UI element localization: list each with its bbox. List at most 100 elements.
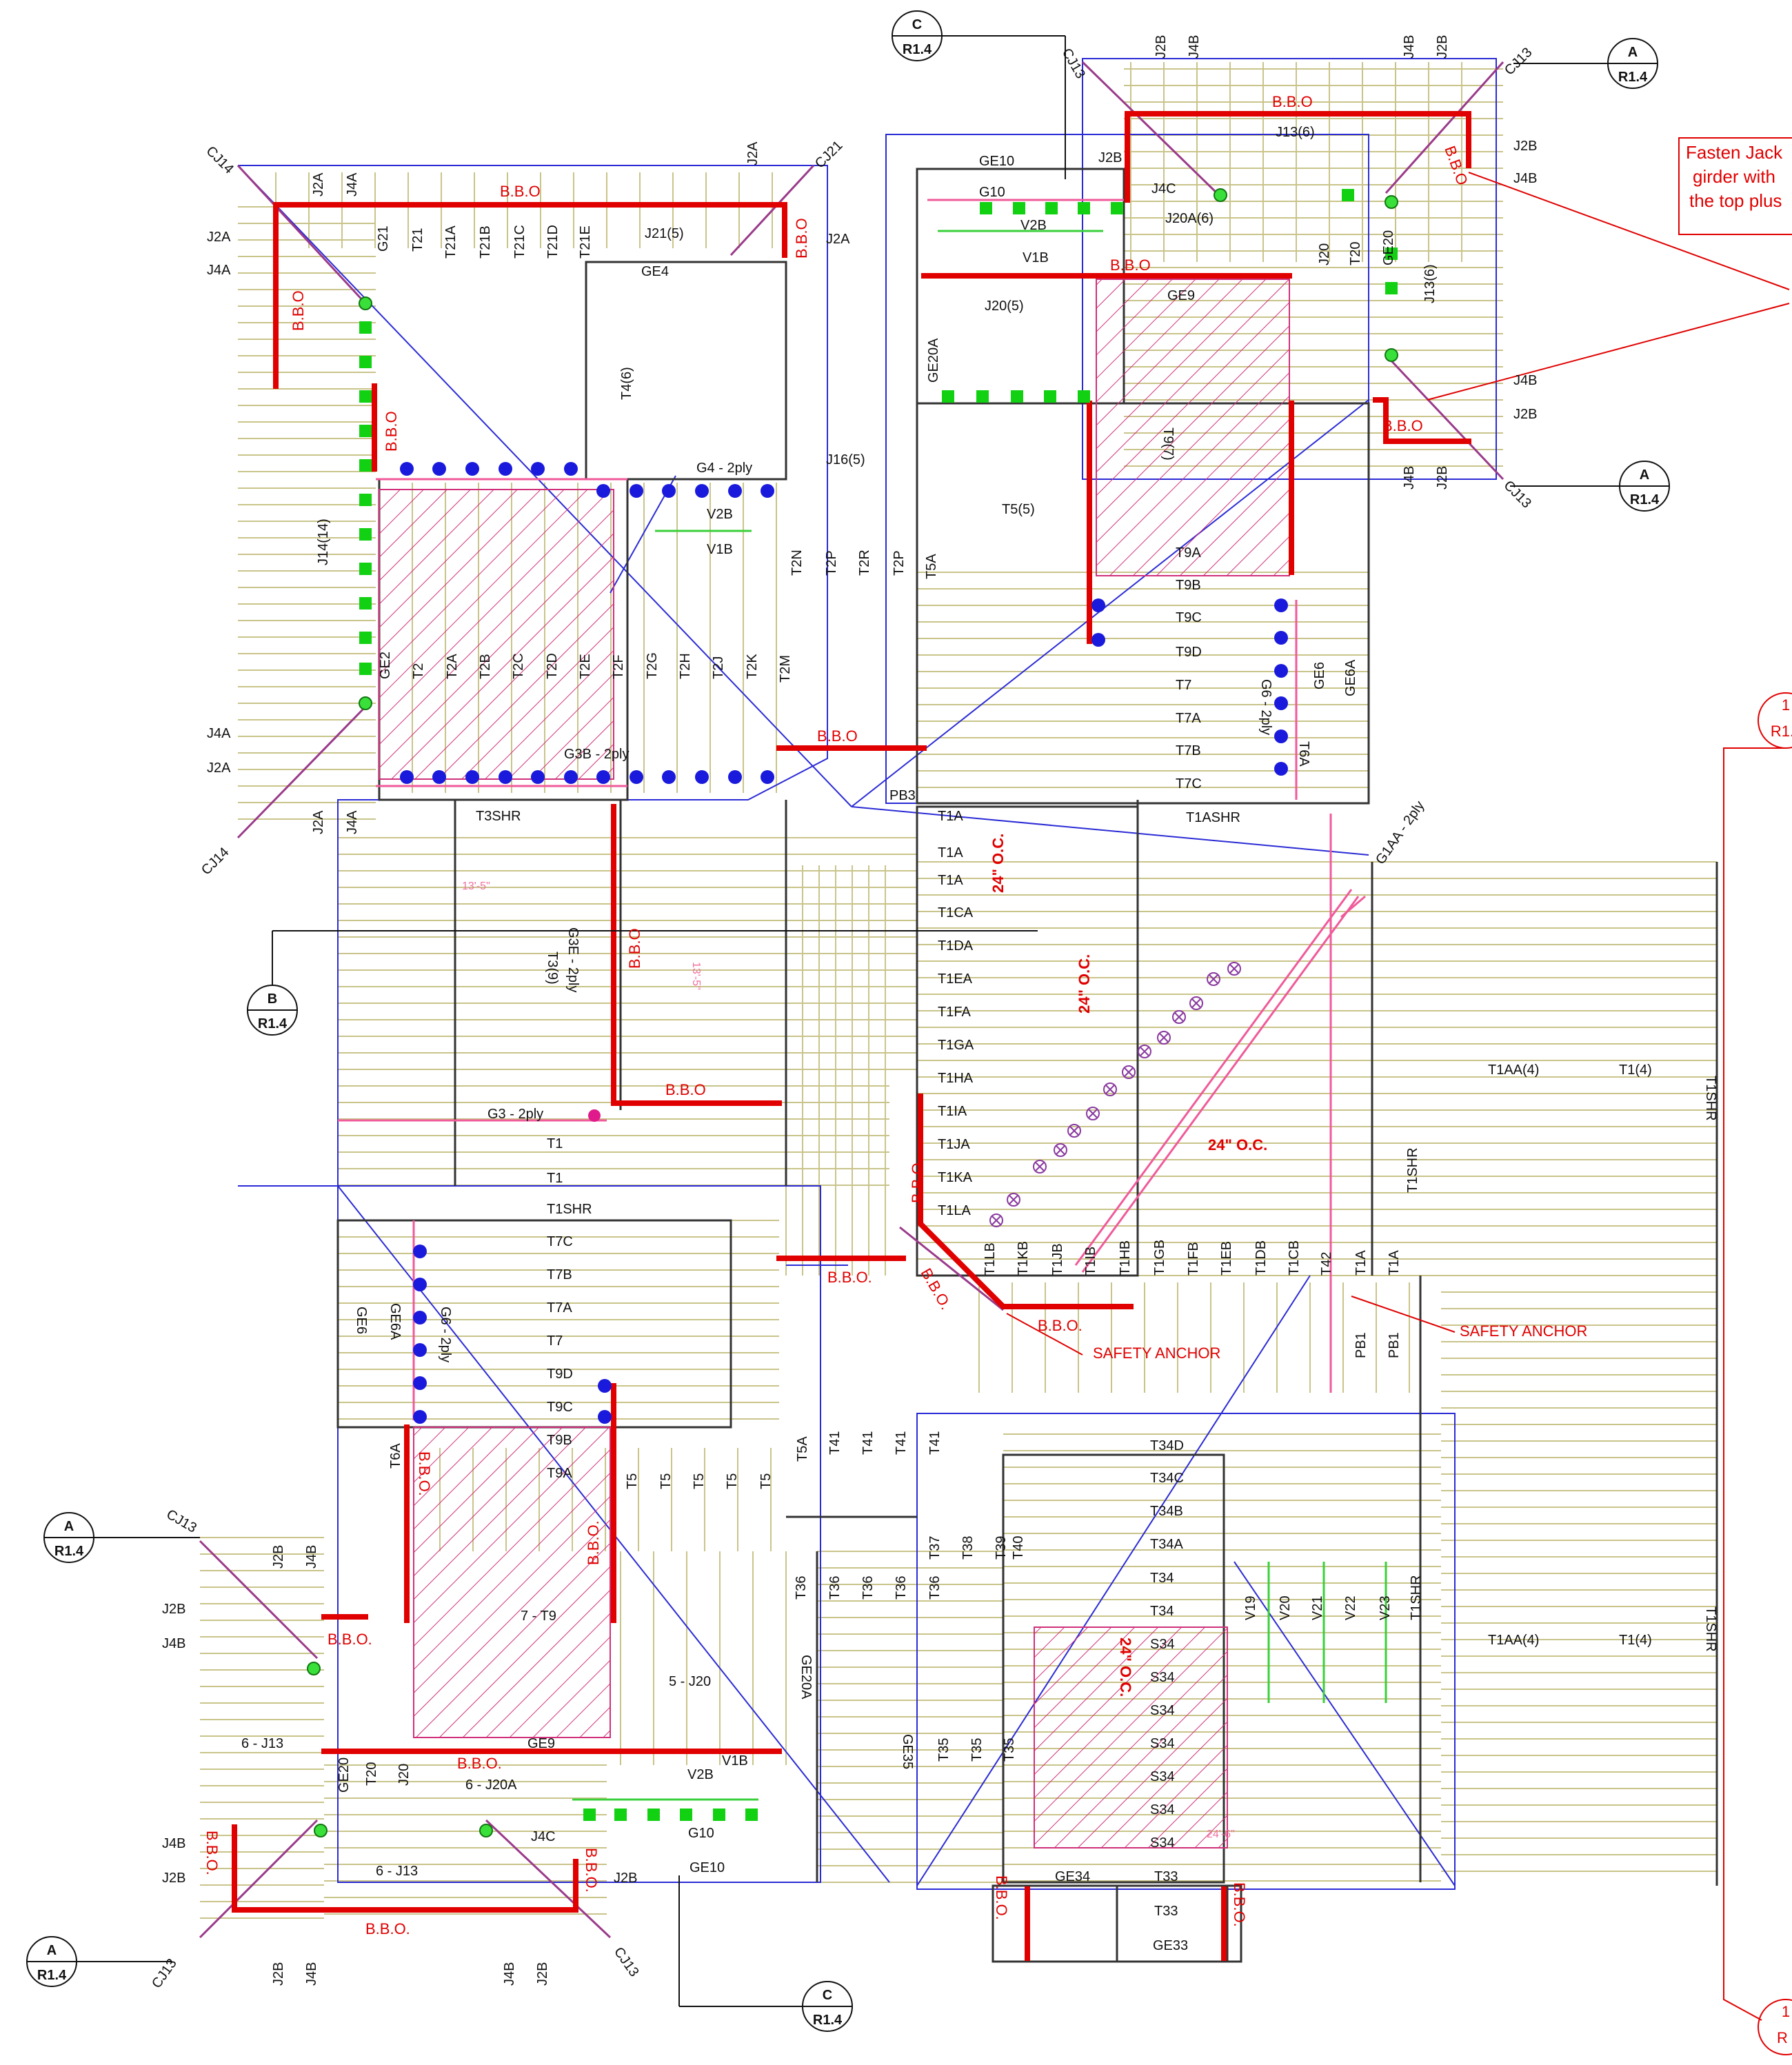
label-ge20a-2: GE20A — [798, 1655, 814, 1700]
label-t1db: T1DB — [1254, 1240, 1269, 1276]
bbo-label-15: B.B.O. — [1038, 1317, 1083, 1334]
label-t1ea: T1EA — [938, 971, 973, 987]
clip-square — [1111, 202, 1123, 214]
callout-b-letter: B — [268, 991, 277, 1007]
bbo-label-24: B.B.O. — [1231, 1882, 1248, 1927]
label-j4b-v6: J4B — [502, 1962, 517, 1986]
label-ge34: GE34 — [1055, 1869, 1090, 1884]
label-t41-1: T41 — [827, 1431, 843, 1455]
label-cj13-4: CJ13 — [164, 1507, 199, 1535]
label-t5-3: T5 — [692, 1473, 707, 1489]
label-j2b-tr1: J2B — [1513, 139, 1537, 154]
clip-square — [1078, 202, 1090, 214]
label-t39: T39 — [994, 1536, 1009, 1560]
label-ge6-2: GE6 — [354, 1307, 369, 1334]
bbo-label-11: B.B.O — [1382, 417, 1423, 434]
label-j16-5: J16(5) — [826, 452, 865, 467]
label-ge6a-2: GE6A — [387, 1303, 403, 1340]
clip-square — [647, 1809, 660, 1821]
hanger-dot — [662, 770, 676, 784]
star-anchor — [314, 1824, 328, 1837]
hanger-dot — [432, 462, 446, 476]
clip-square — [976, 390, 989, 403]
label-t1a-3: T1A — [938, 873, 963, 888]
bbo-label-23: B.B.O. — [993, 1875, 1010, 1920]
x-anchor-stroke — [991, 1216, 1001, 1225]
label-j20-2: J20 — [396, 1764, 412, 1786]
label-j4a-v2: J4A — [345, 810, 360, 834]
safety-anchor-1: SAFETY ANCHOR — [1093, 1344, 1220, 1362]
label-j4b-v2: J4B — [1402, 35, 1417, 59]
label-t1la: T1LA — [938, 1203, 971, 1218]
hanger-dot — [531, 462, 545, 476]
callout-a-bl-letter: A — [64, 1519, 74, 1534]
clip-square — [1044, 390, 1056, 403]
x-anchor — [1054, 1143, 1067, 1157]
x-anchor-stroke — [1191, 998, 1201, 1008]
label-ge9-1: GE9 — [1167, 288, 1195, 303]
vertical-labels: J2A J4A J2A G21 T21 T21A T21B T21C T21D … — [271, 35, 1718, 1986]
label-j2a-v3: J2A — [311, 810, 326, 834]
label-j2a-v1: J2A — [311, 172, 326, 197]
label-v2b-2: V2B — [687, 1767, 714, 1782]
label-t1a-1: T1A — [938, 809, 963, 824]
label-j2b-v6: J2B — [535, 1962, 550, 1986]
label-v2b-3: V2B — [1020, 218, 1047, 233]
label-cj21: CJ21 — [812, 138, 846, 172]
label-t34d: T34D — [1150, 1438, 1184, 1453]
label-ge20a-1: GE20A — [926, 338, 941, 383]
label-v1b-3: V1B — [1023, 250, 1049, 265]
star-anchor — [359, 696, 372, 710]
label-t7b-1: T7B — [1176, 743, 1201, 758]
girder-lines — [232, 111, 1471, 1961]
anchor-markers — [307, 188, 1398, 1837]
label-j4b-v5: J4B — [304, 1962, 319, 1986]
hanger-dot — [465, 462, 479, 476]
clip-square — [942, 390, 954, 403]
label-t5a-2: T5A — [795, 1436, 810, 1462]
callout-c-bot-ref: R1.4 — [813, 2013, 843, 2028]
label-t1jb: T1JB — [1050, 1243, 1065, 1276]
hanger-dot — [728, 484, 742, 498]
bbo-label-14: B.B.O. — [918, 1265, 955, 1313]
red-annotations: B.B.O B.B.O B.B.O B.B.O B.B.O B.B.O B.B.… — [203, 93, 1587, 1937]
bbo-label-19: B.B.O. — [457, 1755, 502, 1772]
clip-square — [1342, 189, 1354, 201]
x-anchor — [1227, 962, 1241, 976]
oc-label-2: 24" O.C. — [1076, 954, 1093, 1014]
star-anchor — [1214, 188, 1227, 202]
bbo-label-12: B.B.O. — [827, 1269, 872, 1286]
label-j2b-bl: J2B — [614, 1871, 637, 1886]
pink-anchor — [588, 1109, 601, 1122]
x-anchor — [1122, 1065, 1136, 1079]
label-t2: T2 — [411, 663, 426, 679]
label-pb1-2: PB1 — [1387, 1332, 1402, 1358]
x-anchor-stroke — [1209, 974, 1218, 984]
x-anchor — [1172, 1010, 1186, 1024]
label-j2b-v4: J2B — [271, 1545, 286, 1569]
label-ge2: GE2 — [378, 652, 393, 679]
label-g3: G3 - 2ply — [487, 1107, 543, 1122]
callout-1-top-num: 1 — [1782, 696, 1790, 714]
x-anchor — [1007, 1193, 1020, 1207]
label-t1shr-v2: T1SHR — [1703, 1076, 1718, 1121]
hanger-dot — [531, 770, 545, 784]
label-g6-1: G6 - 2ply — [1258, 679, 1273, 735]
hanger-dot — [400, 770, 414, 784]
label-j2a-1: J2A — [207, 230, 231, 245]
clip-square — [359, 597, 372, 610]
label-t5-5: T5 — [758, 1473, 774, 1489]
bbo-label-21: B.B.O. — [583, 1848, 600, 1893]
clip-square — [1011, 390, 1023, 403]
x-anchor — [1207, 972, 1220, 986]
label-t2c: T2C — [511, 653, 526, 679]
hanger-dot — [1274, 664, 1288, 678]
label-t35-3: T35 — [1002, 1738, 1017, 1762]
pink-lines — [338, 199, 1366, 1420]
label-t7a-1: T7A — [1176, 711, 1201, 726]
hanger-dot — [1274, 762, 1288, 776]
label-t41-4: T41 — [927, 1431, 943, 1455]
label-v22: V22 — [1343, 1595, 1358, 1620]
hanger-dot — [564, 770, 578, 784]
label-j4a-v1: J4A — [345, 172, 360, 197]
